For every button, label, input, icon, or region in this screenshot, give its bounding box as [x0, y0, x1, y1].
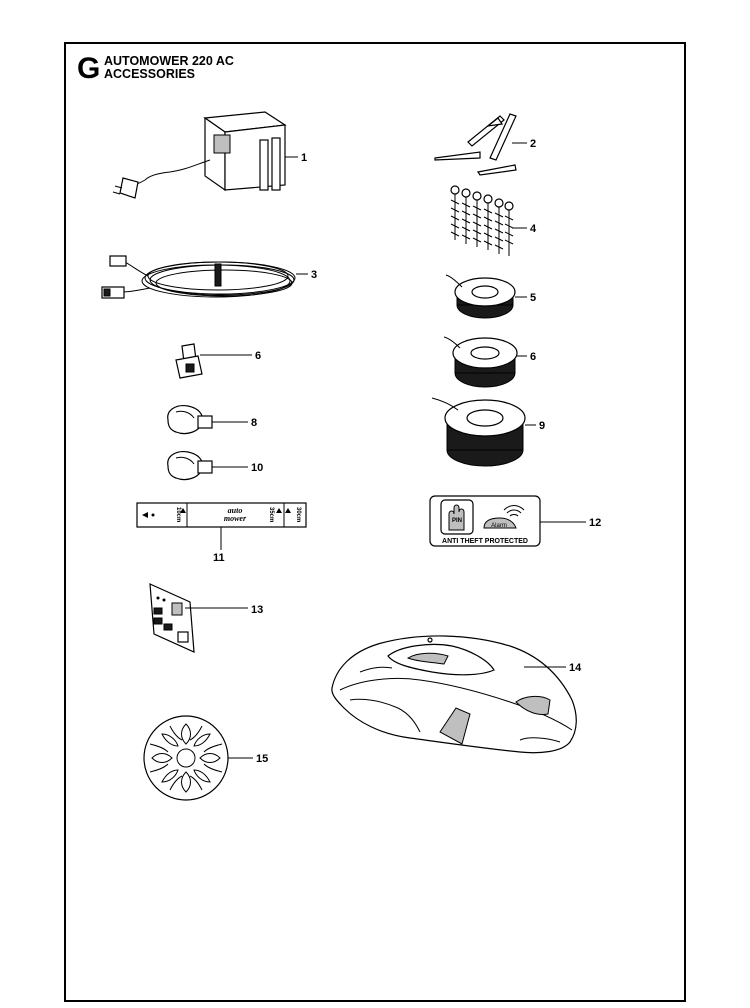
callout-6: 6	[255, 350, 261, 362]
sticker-pin-label: PIN	[452, 518, 462, 524]
splice-connector-a	[167, 405, 213, 435]
page-border	[64, 42, 686, 1002]
gauge-mark-35cm: 35cm	[268, 507, 274, 522]
callout-2: 2	[530, 138, 536, 150]
pegs-illustration	[434, 113, 517, 176]
gauge-brand-line1: auto	[228, 506, 243, 515]
sticker-caption: ANTI THEFT PROTECTED	[442, 538, 528, 545]
callout-4: 4	[530, 223, 537, 235]
coupler-illustration	[175, 343, 203, 379]
power-supply-illustration	[112, 111, 287, 199]
callout-5: 5	[530, 292, 536, 304]
section-letter: G	[77, 52, 101, 85]
callout-14: 14	[569, 662, 582, 674]
callout-10: 10	[251, 462, 263, 474]
round-disc-illustration	[143, 715, 229, 801]
installation-gauge: 10cm auto mower 35cm 30cm	[136, 502, 307, 528]
callout-9: 9	[539, 420, 545, 432]
sticker-alarm-label: Alarm	[491, 523, 507, 529]
loop-cable-illustration	[101, 255, 296, 299]
connector-screws-illustration	[450, 185, 514, 256]
callout-15: 15	[256, 753, 268, 765]
page-title: AUTOMOWER 220 AC	[104, 54, 234, 68]
circuit-board-illustration	[149, 583, 195, 653]
callout-13: 13	[251, 604, 263, 616]
boundary-wire-spool-large	[431, 397, 526, 467]
callout-8: 8	[251, 417, 257, 429]
mower-body-cover-illustration	[331, 635, 577, 754]
callout-7: 6	[530, 351, 536, 363]
callout-11: 11	[213, 552, 225, 564]
callout-3: 3	[311, 269, 317, 281]
boundary-wire-spool-small	[445, 274, 516, 319]
page-subtitle: ACCESSORIES	[104, 67, 195, 81]
gauge-mark-10cm: 10cm	[175, 507, 181, 522]
gauge-brand-line2: mower	[224, 514, 247, 523]
callout-1: 1	[301, 152, 307, 164]
callout-12: 12	[589, 517, 601, 529]
splice-connector-b	[167, 451, 213, 481]
gauge-mark-30cm: 30cm	[295, 507, 301, 522]
boundary-wire-spool-medium	[443, 336, 518, 388]
anti-theft-sticker: PIN Alarm ANTI THEFT PROTECTED	[429, 495, 541, 547]
